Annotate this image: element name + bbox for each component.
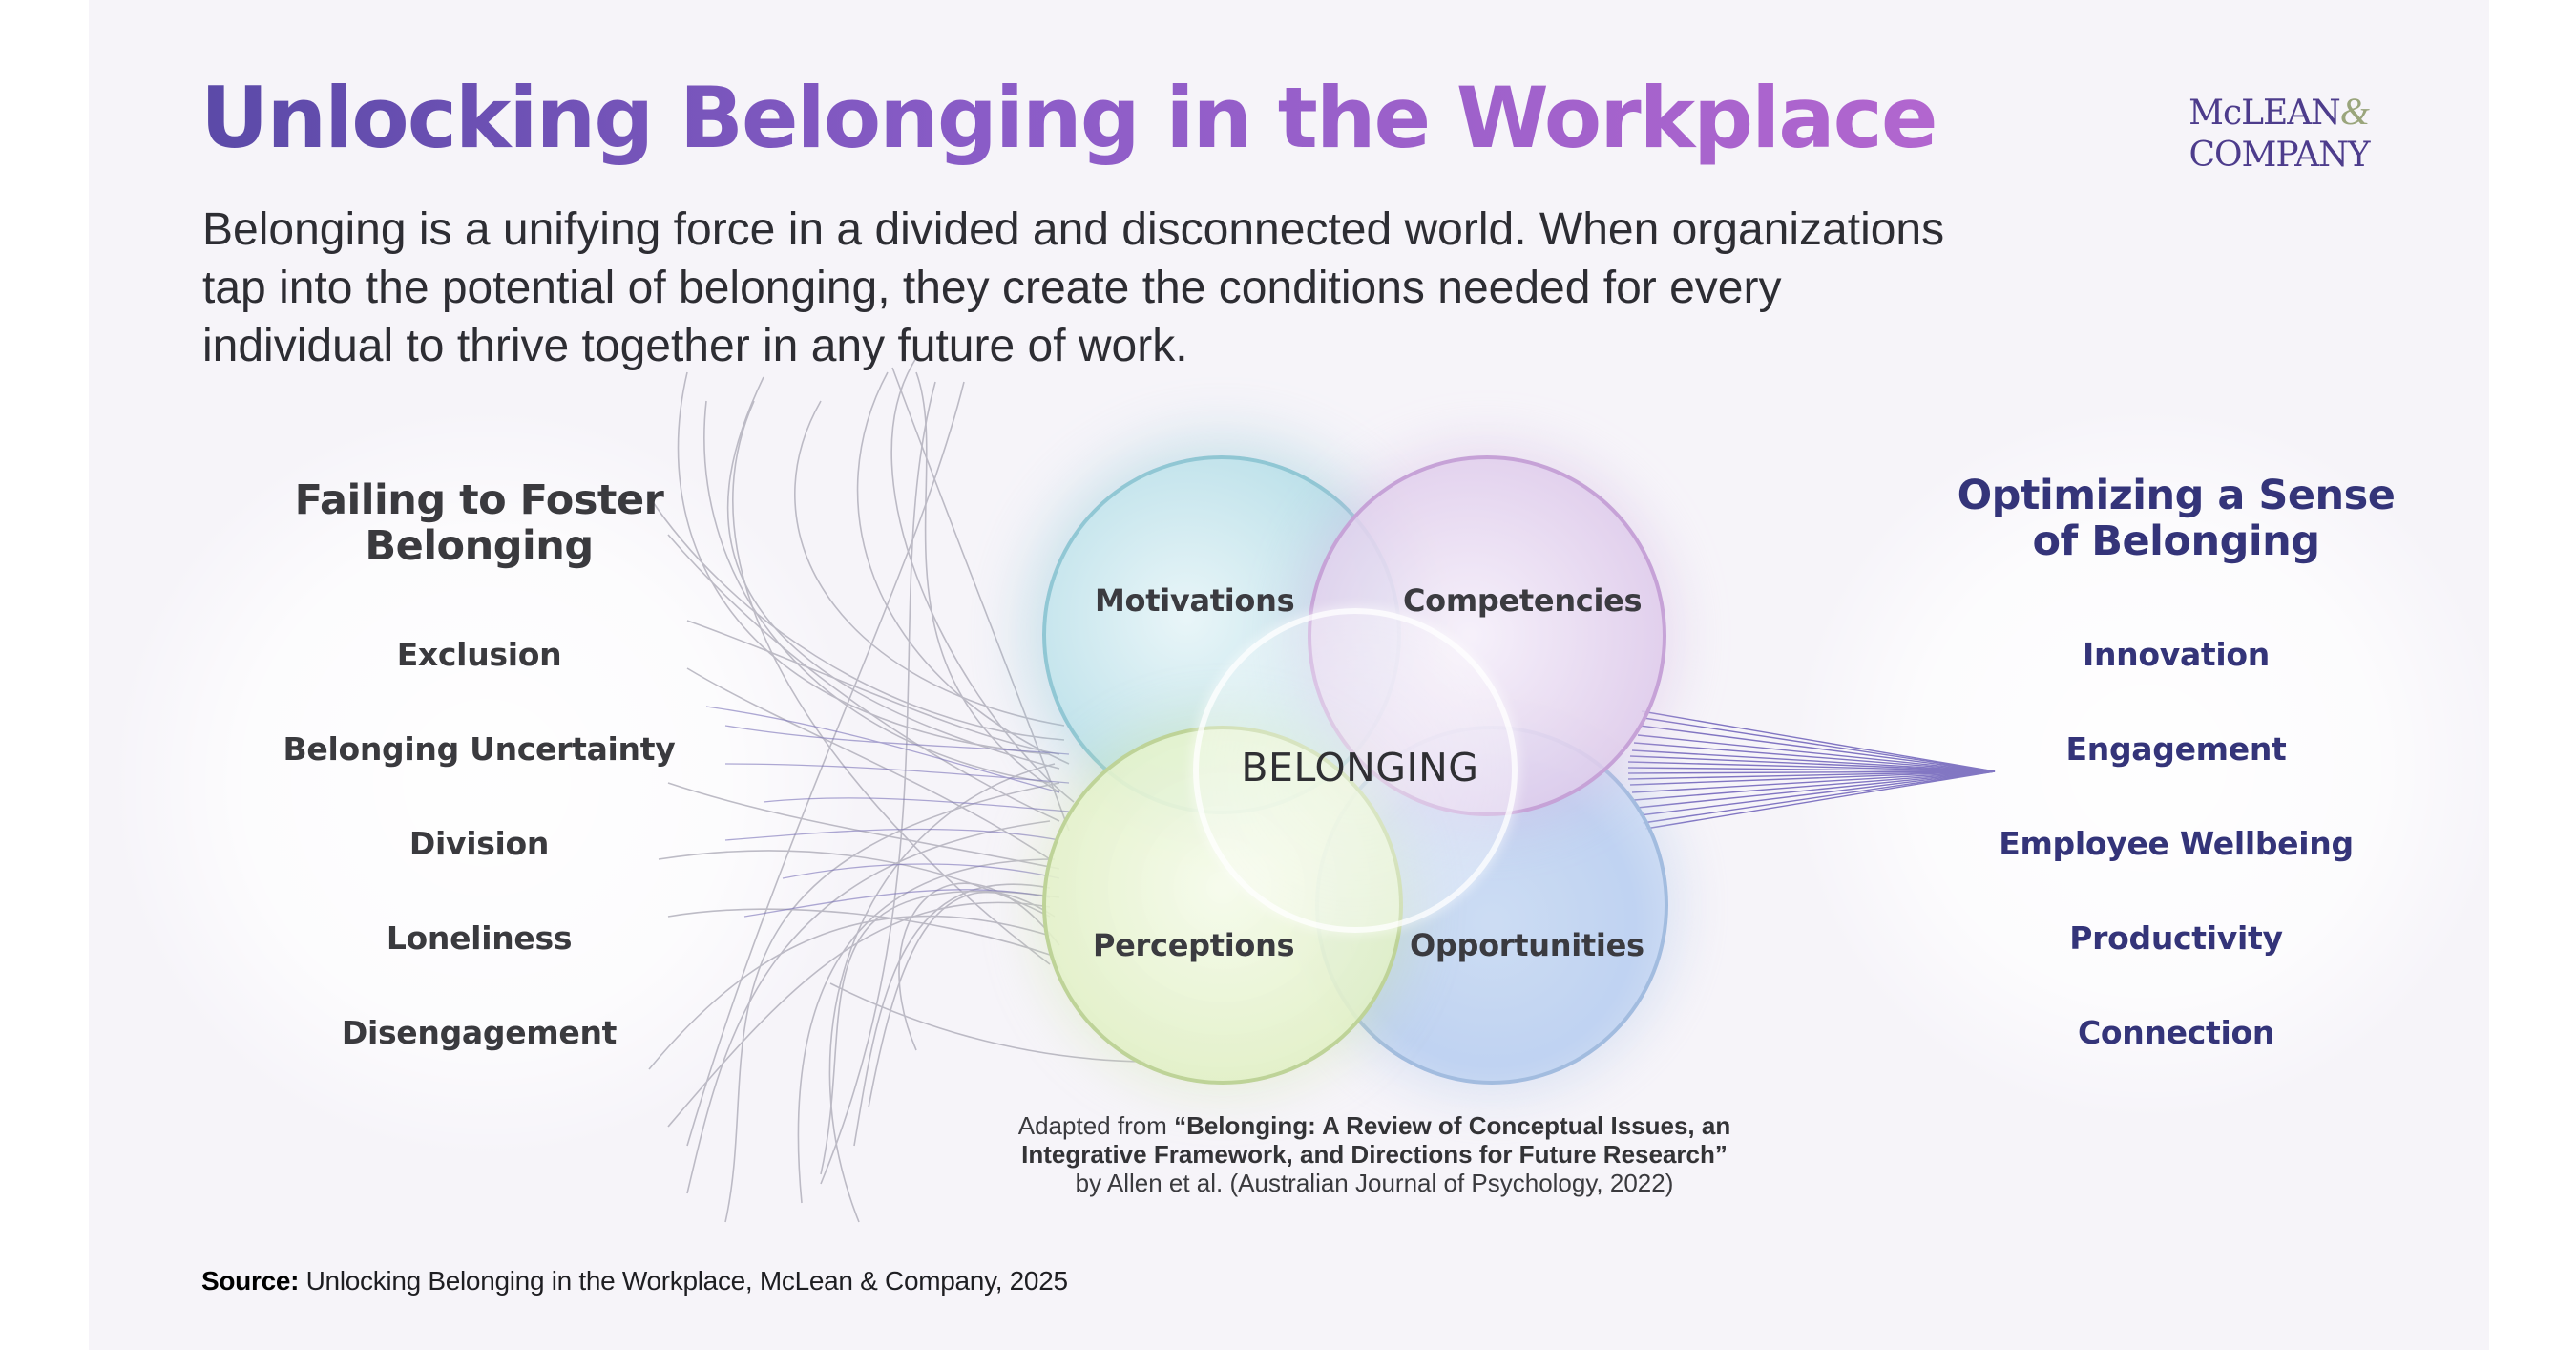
failing-list: Exclusion Belonging Uncertainty Division…: [241, 607, 718, 1080]
list-item: Productivity: [2069, 919, 2283, 957]
source-text: Unlocking Belonging in the Workplace, Mc…: [299, 1266, 1068, 1296]
list-item: Disengagement: [341, 1014, 618, 1051]
label-opportunities: Opportunities: [1410, 927, 1644, 963]
logo-line2: COMPANY: [2189, 136, 2370, 175]
list-item: Division: [408, 825, 550, 862]
optimizing-heading-line2: of Belonging: [2032, 517, 2320, 565]
list-item: Engagement: [2065, 730, 2287, 768]
venn-circle-belonging: [1193, 608, 1518, 933]
label-belonging: BELONGING: [1241, 745, 1479, 791]
intro-paragraph: Belonging is a unifying force in a divid…: [202, 204, 1945, 371]
optimizing-column: Optimizing a Sense of Belonging Innovati…: [1899, 473, 2453, 1080]
label-competencies: Competencies: [1403, 582, 1643, 619]
failing-heading-line2: Belonging: [365, 522, 594, 570]
optimizing-list: Innovation Engagement Employee Wellbeing…: [1899, 607, 2453, 1080]
citation-prefix: Adapted from: [1017, 1111, 1175, 1140]
logo-ampersand: &: [2339, 90, 2370, 133]
failing-column: Failing to Foster Belonging Exclusion Be…: [241, 477, 718, 1080]
citation: Adapted from “Belonging: A Review of Con…: [897, 1111, 1852, 1197]
tangled-lines-left-purple: [705, 706, 1070, 918]
list-item: Employee Wellbeing: [1999, 825, 2354, 862]
list-item: Belonging Uncertainty: [283, 730, 676, 768]
list-item: Innovation: [2083, 636, 2270, 673]
failing-heading-line1: Failing to Foster: [294, 476, 664, 524]
logo-line1: McLEAN: [2189, 94, 2341, 133]
citation-byline: by Allen et al. (Australian Journal of P…: [1075, 1169, 1674, 1197]
citation-title-line1: “Belonging: A Review of Conceptual Issue…: [1174, 1111, 1731, 1140]
company-logo: McLEAN& COMPANY: [2165, 93, 2394, 175]
left-glow: [105, 401, 869, 1165]
optimizing-heading: Optimizing a Sense of Belonging: [1899, 473, 2453, 564]
failing-heading: Failing to Foster Belonging: [241, 477, 718, 569]
source-footer: Source: Unlocking Belonging in the Workp…: [201, 1266, 1068, 1297]
page-title: Unlocking Belonging in the Workplace: [200, 69, 1937, 167]
optimizing-heading-line1: Optimizing a Sense: [1957, 472, 2396, 519]
citation-title-line2: Integrative Framework, and Directions fo…: [1021, 1140, 1728, 1169]
label-motivations: Motivations: [1095, 582, 1295, 619]
converging-lines-right: [1627, 710, 1996, 830]
label-perceptions: Perceptions: [1093, 927, 1295, 963]
tangled-lines-left: [648, 357, 1146, 1223]
list-item: Connection: [2077, 1014, 2275, 1051]
source-label: Source:: [201, 1266, 300, 1296]
list-item: Exclusion: [396, 636, 562, 673]
list-item: Loneliness: [386, 919, 573, 957]
